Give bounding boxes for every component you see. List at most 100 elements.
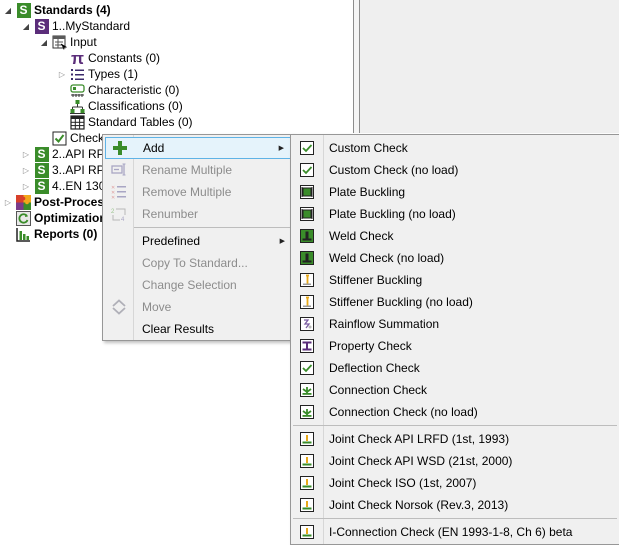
submenu-item-custom-check[interactable]: Custom Check: [293, 137, 617, 159]
menu-separator: [293, 425, 617, 426]
menu-item-label: Weld Check: [329, 229, 394, 243]
connection-check-icon: [299, 404, 315, 420]
remove-list-icon: ✕✕✕: [111, 184, 127, 200]
submenu-item-property-check[interactable]: Property Check: [293, 335, 617, 357]
joint-check-icon: [299, 431, 315, 447]
collapsed-arrow-icon[interactable]: ▷: [22, 181, 30, 191]
standards-s-icon: S: [16, 2, 31, 18]
menu-item-copy-to-standard[interactable]: Copy To Standard...: [105, 252, 291, 274]
menu-item-predefined[interactable]: Predefined ▶: [105, 230, 291, 252]
submenu-item-weld-check[interactable]: Weld Check: [293, 225, 617, 247]
tree-node-classifications[interactable]: Classifications (0): [70, 98, 183, 114]
properties-pane: [360, 0, 619, 133]
menu-item-remove-multiple[interactable]: ✕✕✕ Remove Multiple: [105, 181, 291, 203]
tree-node-label: Types (1): [88, 67, 139, 81]
reports-icon: [16, 227, 31, 242]
menu-item-clear-results[interactable]: Clear Results: [105, 318, 291, 340]
submenu-item-rainflow-summation[interactable]: Rainflow Summation: [293, 313, 617, 335]
pane-splitter[interactable]: [354, 0, 359, 133]
menu-item-label: Plate Buckling (no load): [329, 207, 456, 221]
menu-icon-gutter: [323, 135, 324, 544]
menu-item-label: Custom Check (no load): [329, 163, 459, 177]
submenu-item-i-connection-check[interactable]: I-Connection Check (EN 1993-1-8, Ch 6) b…: [293, 521, 617, 543]
stiffener-buckling-icon: [299, 294, 315, 310]
submenu-item-connection-check-no-load[interactable]: Connection Check (no load): [293, 401, 617, 423]
menu-item-move[interactable]: Move: [105, 296, 291, 318]
menu-item-label: Joint Check API LRFD (1st, 1993): [329, 432, 510, 446]
collapsed-arrow-icon[interactable]: ▷: [4, 197, 12, 207]
menu-separator: [293, 518, 617, 519]
submenu-item-joint-check-norsok[interactable]: Joint Check Norsok (Rev.3, 2013): [293, 494, 617, 516]
submenu-item-joint-check-api-wsd[interactable]: Joint Check API WSD (21st, 2000): [293, 450, 617, 472]
plate-buckling-icon: [299, 184, 315, 200]
submenu-item-joint-check-api-lrfd[interactable]: Joint Check API LRFD (1st, 1993): [293, 428, 617, 450]
collapsed-arrow-icon[interactable]: ▷: [22, 149, 30, 159]
tree-node-post-process[interactable]: ▷ Post-Process: [3, 194, 111, 210]
menu-item-label: Move: [142, 300, 172, 314]
plus-icon: [112, 140, 128, 156]
tree-node-label: Reports (0): [34, 227, 98, 241]
standard-s-icon: S: [34, 18, 49, 34]
menu-item-label: Property Check: [329, 339, 412, 353]
menu-item-label: Joint Check ISO (1st, 2007): [329, 476, 477, 490]
tree-node-standard-4[interactable]: ▷ S 4..EN 130: [21, 178, 105, 194]
collapsed-arrow-icon[interactable]: ▷: [22, 165, 30, 175]
collapsed-arrow-icon[interactable]: ▷: [58, 69, 66, 79]
input-icon: [52, 35, 67, 50]
tree-node-input[interactable]: ◢ Input: [39, 34, 97, 50]
tree-node-standards[interactable]: ◢ S Standards (4): [3, 2, 111, 18]
custom-check-icon: [299, 140, 315, 156]
deflection-check-icon: [299, 360, 315, 376]
pane-splitter-right-edge[interactable]: [359, 0, 360, 133]
standard-s-icon: S: [34, 146, 49, 162]
table-icon: [70, 114, 85, 130]
submenu-item-stiffener-buckling-no-load[interactable]: Stiffener Buckling (no load): [293, 291, 617, 313]
menu-item-label: Clear Results: [142, 322, 215, 336]
tree-node-check[interactable]: Check: [52, 130, 104, 146]
tree-node-label: Standard Tables (0): [88, 115, 193, 129]
connection-check-icon: [299, 382, 315, 398]
tree-node-types[interactable]: ▷ Types (1): [57, 66, 138, 82]
standard-s-icon: S: [34, 178, 49, 194]
submenu-item-plate-buckling-no-load[interactable]: Plate Buckling (no load): [293, 203, 617, 225]
menu-icon-gutter: [133, 135, 134, 340]
menu-item-label: I-Connection Check (EN 1993-1-8, Ch 6) b…: [329, 525, 573, 539]
menu-item-add[interactable]: Add ▶: [105, 137, 291, 159]
tree-node-standard-3[interactable]: ▷ S 3..API RP: [21, 162, 105, 178]
expanded-arrow-icon[interactable]: ◢: [40, 37, 48, 47]
tree-node-characteristic[interactable]: Characteristic (0): [70, 82, 179, 98]
rainflow-icon: [299, 316, 315, 332]
tree-node-reports[interactable]: Reports (0): [16, 226, 97, 242]
submenu-item-weld-check-no-load[interactable]: Weld Check (no load): [293, 247, 617, 269]
tree-node-standard-2[interactable]: ▷ S 2..API RP: [21, 146, 105, 162]
tree-node-optimization[interactable]: Optimization: [16, 210, 107, 226]
joint-check-icon: [299, 475, 315, 491]
tree-node-mystandard[interactable]: ◢ S 1..MyStandard: [21, 18, 130, 34]
svg-text:✕: ✕: [111, 185, 115, 191]
check-icon: [52, 131, 67, 146]
submenu-item-stiffener-buckling[interactable]: Stiffener Buckling: [293, 269, 617, 291]
tree-node-constants[interactable]: π Constants (0): [70, 50, 161, 67]
menu-item-label: Weld Check (no load): [329, 251, 445, 265]
tree-node-standard-tables[interactable]: Standard Tables (0): [70, 114, 193, 130]
menu-item-label: Custom Check: [329, 141, 408, 155]
menu-item-rename-multiple[interactable]: Rename Multiple: [105, 159, 291, 181]
expanded-arrow-icon[interactable]: ◢: [4, 5, 12, 15]
menu-item-label: Deflection Check: [329, 361, 420, 375]
submenu-item-connection-check[interactable]: Connection Check: [293, 379, 617, 401]
optimization-icon: [16, 210, 31, 226]
menu-item-change-selection[interactable]: Change Selection: [105, 274, 291, 296]
characteristic-icon: [70, 83, 85, 98]
expanded-arrow-icon[interactable]: ◢: [22, 21, 30, 31]
submenu-item-deflection-check[interactable]: Deflection Check: [293, 357, 617, 379]
pane-splitter-left-edge[interactable]: [353, 0, 354, 133]
weld-check-icon: [299, 250, 315, 266]
submenu-item-joint-check-iso[interactable]: Joint Check ISO (1st, 2007): [293, 472, 617, 494]
menu-item-label: Predefined: [142, 234, 201, 248]
tree-node-label: Constants (0): [88, 51, 161, 65]
submenu-item-custom-check-no-load[interactable]: Custom Check (no load): [293, 159, 617, 181]
tree-node-label: Input: [70, 35, 97, 49]
submenu-item-plate-buckling[interactable]: Plate Buckling: [293, 181, 617, 203]
